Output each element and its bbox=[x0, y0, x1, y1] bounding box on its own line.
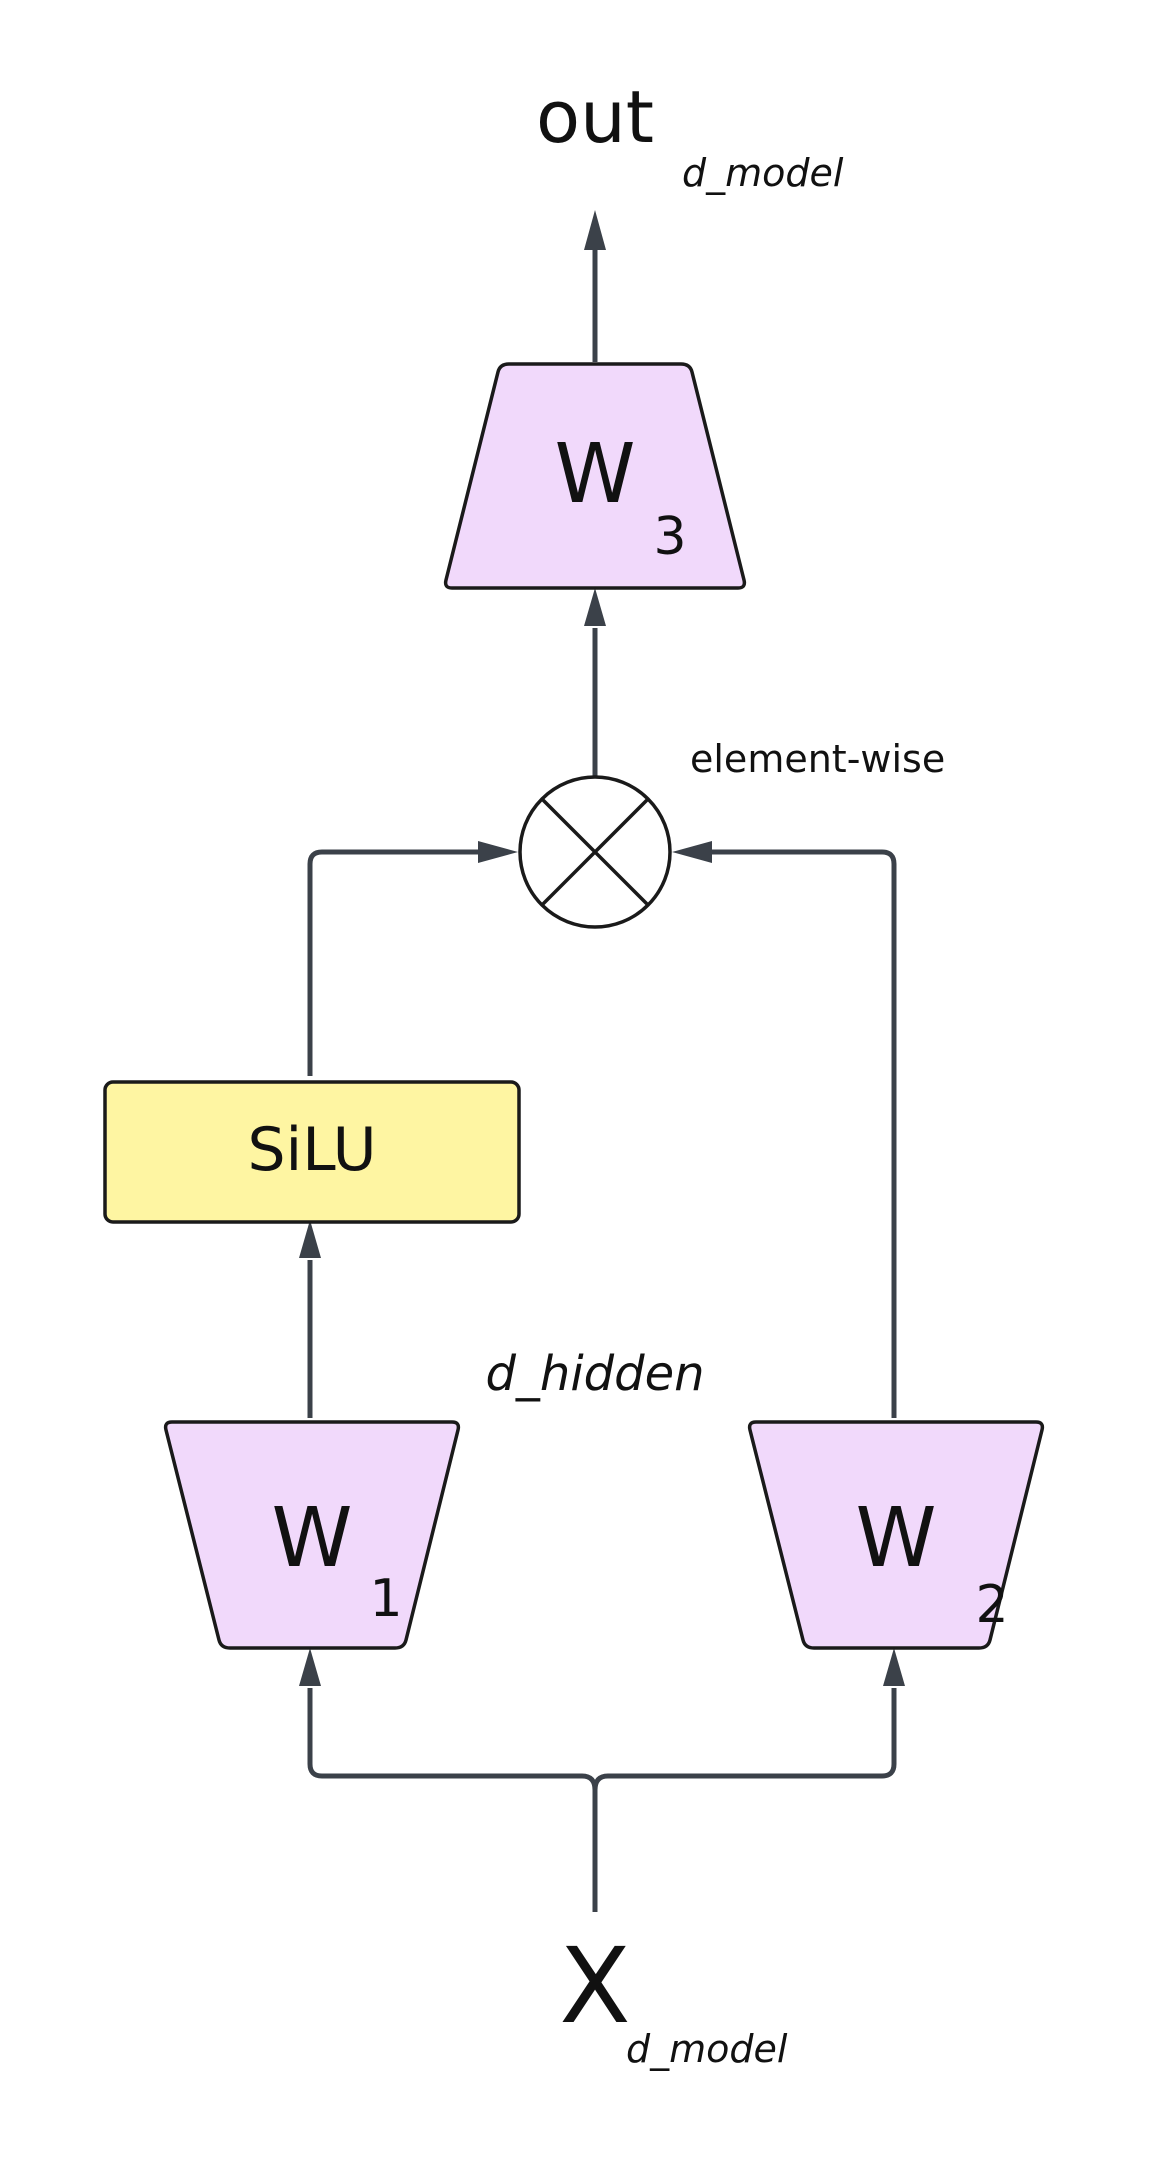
edge-w2-to-multiply bbox=[712, 849, 897, 1418]
arrowhead-w1 bbox=[299, 1648, 321, 1686]
silu-label: SiLU bbox=[247, 1115, 376, 1185]
output-label: out bbox=[536, 75, 654, 159]
w2-subscript: 2 bbox=[975, 1575, 1008, 1635]
w2-trapezoid bbox=[747, 1420, 1045, 1650]
w3-label: W bbox=[554, 427, 635, 522]
arrowhead-output bbox=[584, 210, 606, 250]
w2-block: W 2 bbox=[747, 1420, 1045, 1650]
multiply-cross-b bbox=[540, 797, 650, 907]
edge-split-to-w1 bbox=[307, 1688, 582, 1779]
arrowhead-w2 bbox=[883, 1648, 905, 1686]
edges bbox=[299, 210, 905, 1912]
edge-split-to-w2 bbox=[608, 1688, 897, 1779]
multiply-annotation: element-wise bbox=[690, 737, 945, 781]
w3-trapezoid bbox=[443, 362, 747, 590]
w1-subscript: 1 bbox=[369, 1569, 402, 1629]
arrowhead-w3 bbox=[584, 588, 606, 626]
w2-label: W bbox=[855, 1491, 936, 1586]
arrowhead-multiply-right bbox=[672, 841, 712, 863]
hidden-dim-label: d_hidden bbox=[485, 1346, 704, 1402]
input-dim-label: d_model bbox=[626, 2027, 788, 2071]
arrowhead-multiply-left bbox=[478, 841, 518, 863]
arrowhead-silu bbox=[299, 1220, 321, 1258]
w1-label: W bbox=[271, 1491, 352, 1586]
edge-split-bump bbox=[581, 1773, 609, 1793]
w1-trapezoid bbox=[163, 1420, 461, 1650]
w3-subscript: 3 bbox=[653, 507, 686, 567]
edge-silu-to-multiply bbox=[307, 849, 478, 1076]
output-node: out d_model bbox=[536, 75, 844, 195]
silu-block: SiLU bbox=[103, 1080, 521, 1224]
silu-rect bbox=[103, 1080, 521, 1224]
input-label: X bbox=[559, 1925, 630, 2047]
w1-block: W 1 bbox=[163, 1420, 461, 1650]
output-dim-label: d_model bbox=[682, 151, 844, 195]
w3-block: W 3 bbox=[443, 362, 747, 590]
input-node: X d_model bbox=[559, 1925, 788, 2071]
multiply-node: element-wise bbox=[518, 737, 945, 929]
